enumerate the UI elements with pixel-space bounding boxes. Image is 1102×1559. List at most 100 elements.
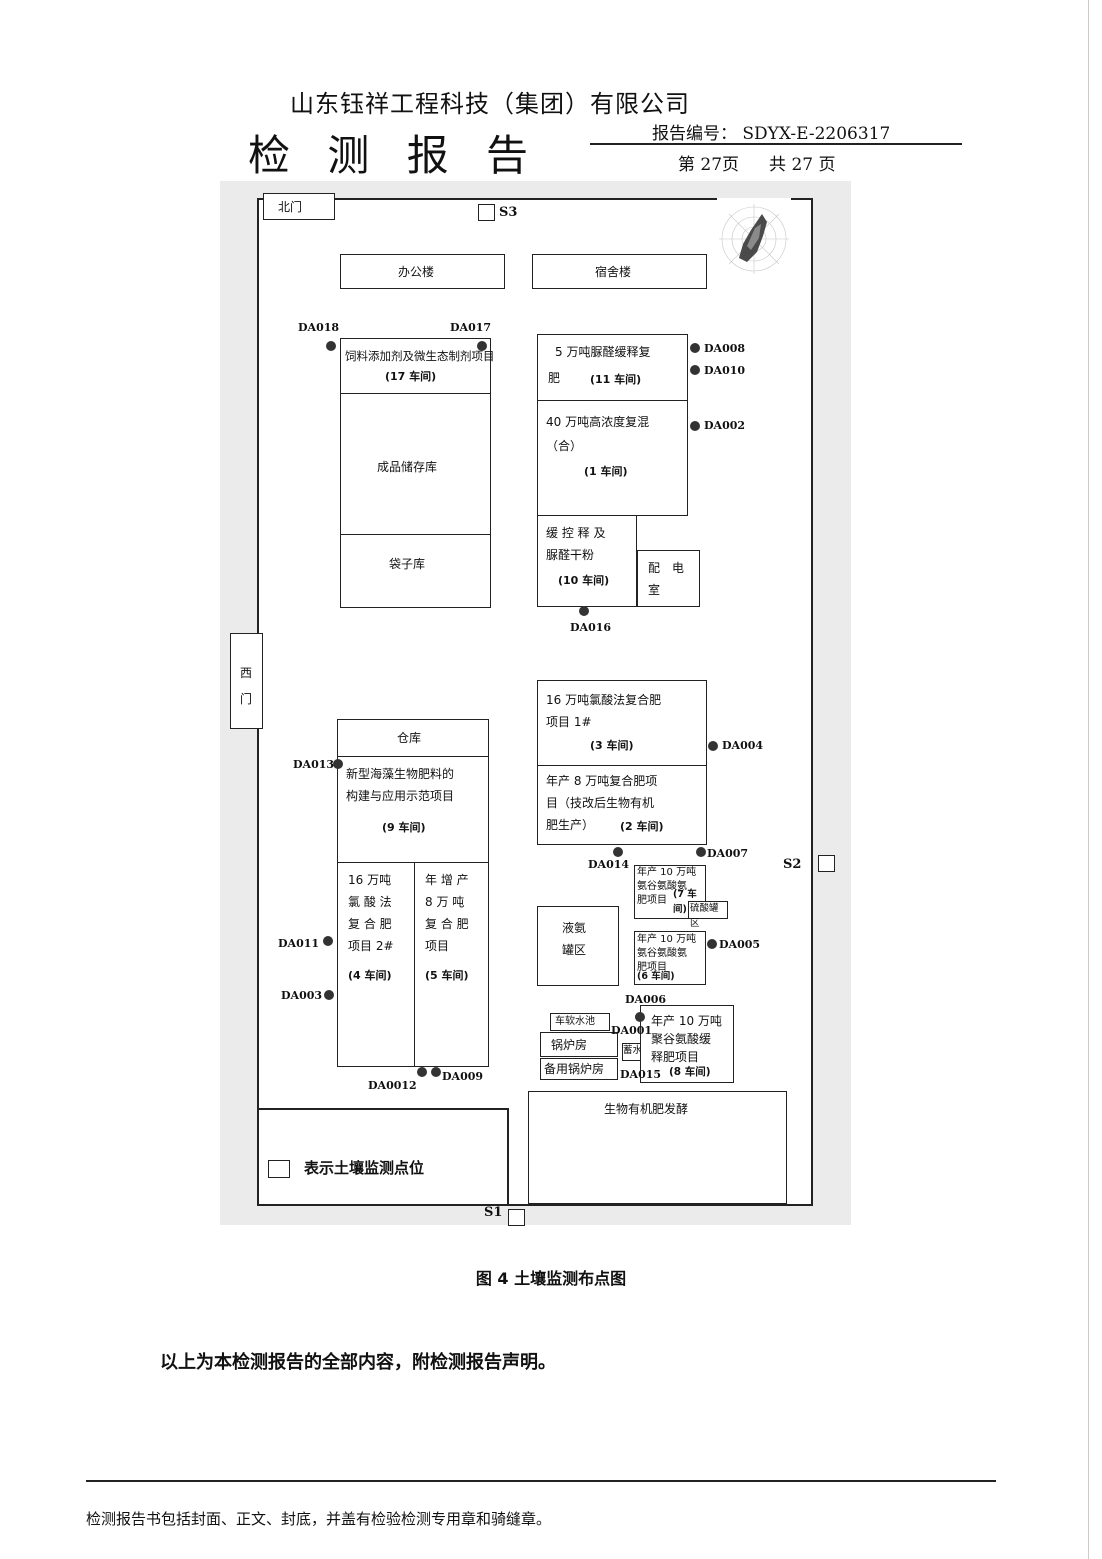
point-da014-label: DA014 [588,858,630,871]
point-da018-dot [326,341,336,351]
workshop-9-name-2: 构建与应用示范项目 [346,789,455,803]
workshop-7-name-1: 年产 10 万吨 [637,867,697,878]
softened-water-pool: 车软水池 [550,1013,610,1031]
spare-boiler-room: 备用锅炉房 [540,1058,618,1080]
workshop-10-no: (10 车间) [558,574,610,587]
ammonia-label-1: 液氨 [562,921,587,935]
point-da010-dot [690,365,700,375]
workshop-2-name-2: 目（技改后生物有机 [546,796,655,810]
workshop-2: 年产 8 万吨复合肥项 目（技改后生物有机 肥生产） (2 车间) [537,765,707,845]
liquid-ammonia-tank: 液氨 罐区 [537,906,619,986]
workshop-5-name-1: 年 增 产 [425,873,469,887]
legend-square-icon [268,1160,290,1178]
point-da007-dot [696,847,706,857]
page-total: 共 27 页 [769,155,836,175]
workshop-11-name-2: 肥 [548,371,561,385]
workshop-8-name-1: 年产 10 万吨 [651,1014,722,1028]
workshop-3-name-2: 项目 1# [546,715,592,729]
workshop-1-name-1: 40 万吨高浓度复混 [546,415,650,429]
power-room-label-2: 室 [648,583,661,597]
workshop-10-name-1: 缓 控 释 及 [546,526,606,540]
workshop-4: 16 万吨 氯 酸 法 复 合 肥 项目 2# (4 车间) [337,862,415,1067]
office-label: 办公楼 [398,265,435,279]
workshop-4-name-2: 氯 酸 法 [348,895,392,909]
page-info: 第 27页 共 27 页 [678,150,866,175]
workshop-9-name-1: 新型海藻生物肥料的 [346,767,455,781]
point-da016-dot [579,606,589,616]
point-da017-dot [477,341,487,351]
warehouse-label: 仓库 [397,731,422,745]
closing-statement: 以上为本检测报告的全部内容，附检测报告声明。 [160,1352,556,1373]
workshop-5: 年 增 产 8 万 吨 复 合 肥 项目 (5 车间) [414,862,489,1067]
point-da001-label: DA001 [611,1024,653,1037]
workshop-17-name: 饲料添加剂及微生态制剂项目 [345,349,495,363]
workshop-8-name-3: 释肥项目 [651,1050,700,1064]
point-da002-label: DA002 [704,419,746,432]
workshop-6: 年产 10 万吨 氨谷氨酸氨 肥项目 (6 车间) [634,931,706,985]
figure-caption: 图 4 土壤监测布点图 [475,1269,627,1288]
soil-point-s2-marker [818,855,835,872]
power-room: 配 电 室 [637,550,700,607]
workshop-1: 40 万吨高浓度复混 （合） (1 车间) [537,400,688,516]
workshop-8-no: (8 车间) [669,1066,711,1078]
point-da0012-dot [417,1067,427,1077]
workshop-2-name-3: 肥生产） [546,818,595,832]
acid-tank-label: 硫酸罐区 [690,903,719,929]
workshop-4-name-3: 复 合 肥 [348,917,392,931]
point-da006-dot [635,1012,645,1022]
workshop-6-name-1: 年产 10 万吨 [637,934,697,945]
north-gate-label: 北门 [278,200,303,214]
workshop-9: 新型海藻生物肥料的 构建与应用示范项目 (9 车间) [337,756,489,863]
point-da011-dot [323,936,333,946]
west-gate: 西 门 [230,633,263,729]
west-gate-label-2: 门 [240,692,253,706]
office-building: 办公楼 [340,254,505,289]
point-da016-label: DA016 [570,621,612,634]
workshop-6-no: (6 车间) [637,971,675,982]
workshop-5-name-3: 复 合 肥 [425,917,469,931]
workshop-3-name-1: 16 万吨氯酸法复合肥 [546,693,662,707]
workshop-17: 饲料添加剂及微生态制剂项目 (17 车间) [340,338,495,394]
internal-boundary-v [507,1108,509,1206]
workshop-3: 16 万吨氯酸法复合肥 项目 1# (3 车间) [537,680,707,766]
point-da003-label: DA003 [281,989,323,1002]
spare-boiler-label: 备用锅炉房 [544,1062,605,1076]
soil-point-s1-label: S1 [484,1205,503,1220]
point-da015-label: DA015 [620,1068,662,1081]
workshop-3-no: (3 车间) [590,739,634,752]
page-number: 第 27页 [678,155,740,175]
soil-point-s3-marker [478,204,495,221]
warehouse: 仓库 [337,719,489,757]
header-divider [590,143,962,145]
point-da017-label: DA017 [450,321,492,334]
point-da018-label: DA018 [298,321,340,334]
north-gate: 北门 [263,193,335,220]
workshop-6-name-2: 氨谷氨酸氨 [637,948,687,959]
boiler-label: 锅炉房 [551,1038,588,1052]
workshop-1-no: (1 车间) [584,465,628,478]
workshop-10-name-2: 脲醛干粉 [546,548,595,562]
workshop-5-name-4: 项目 [425,939,450,953]
workshop-4-no: (4 车间) [348,969,392,982]
soil-point-s2-label: S2 [783,857,802,872]
company-name: 山东钰祥工程科技（集团）有限公司 [290,90,690,118]
sulfuric-acid-tank: 硫酸罐区 [688,901,728,929]
workshop-9-no: (9 车间) [382,821,426,834]
bag-warehouse: 袋子库 [340,534,491,608]
point-da005-label: DA005 [719,938,761,951]
workshop-7-name-3: 肥项目 [637,895,667,906]
product-storage: 成品储存库 [340,393,491,535]
footer-divider [86,1480,996,1482]
point-da010-label: DA010 [704,364,746,377]
report-title: 检 测 报 告 [248,131,541,180]
point-da006-label: DA006 [625,993,667,1006]
point-da005-dot [707,939,717,949]
cistern-label: 蓄水 [623,1045,643,1056]
water-label: 车软水池 [555,1016,595,1027]
bag-warehouse-label: 袋子库 [389,557,426,571]
point-da013-dot [333,759,343,769]
point-da008-label: DA008 [704,342,746,355]
point-da009-dot [431,1067,441,1077]
soil-point-s3-label: S3 [499,205,518,220]
point-da0012-label: DA0012 [368,1079,417,1092]
